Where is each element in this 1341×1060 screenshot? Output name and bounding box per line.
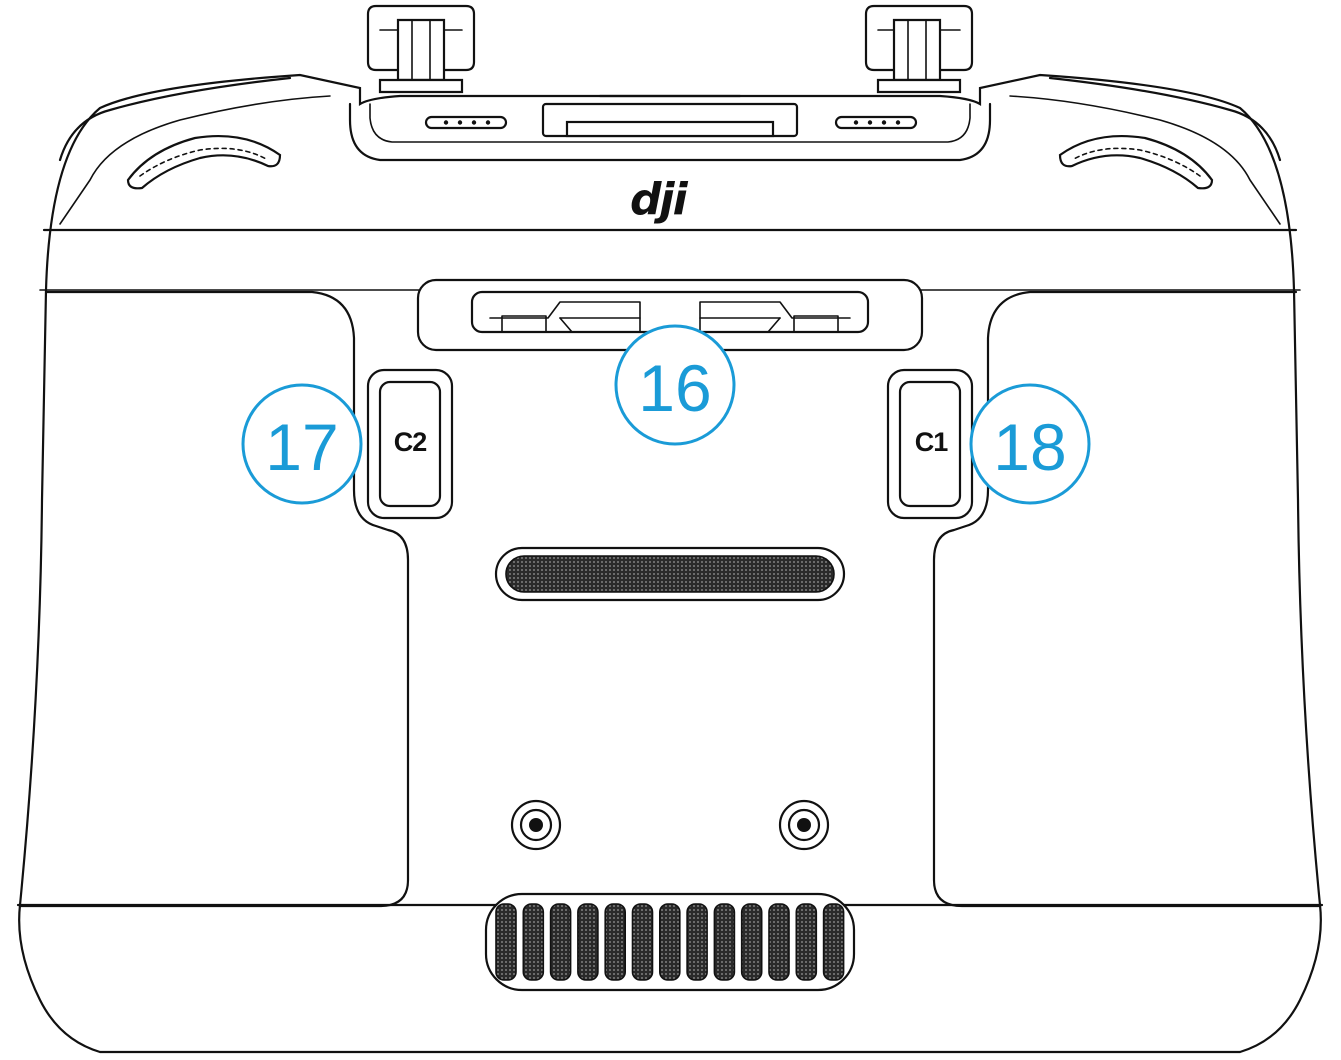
vent-slot: [713, 903, 736, 981]
dji-logo: dji: [630, 174, 689, 225]
top-panel: [348, 94, 992, 162]
c2-label: C2: [394, 427, 427, 457]
callout-16: 16: [614, 324, 736, 446]
right-indicator-lights: [834, 115, 918, 130]
left-dial[interactable]: [126, 135, 282, 190]
air-vent: [484, 892, 856, 992]
right-antenna-knob: [864, 4, 974, 94]
right-dial[interactable]: [1058, 135, 1214, 190]
left-antenna-knob: [366, 4, 476, 94]
right-grip-panel: [932, 290, 1322, 908]
c1-button[interactable]: C1: [886, 368, 974, 520]
vent-slot: [604, 903, 627, 981]
right-screw: [778, 799, 830, 851]
vent-slot: [495, 903, 517, 981]
speaker-grille: [494, 546, 846, 602]
vent-slot: [795, 903, 818, 981]
vent-slot: [577, 903, 599, 981]
callout-18: 18: [969, 383, 1091, 505]
callout-16-number: 16: [638, 351, 711, 425]
vent-slot: [822, 903, 845, 981]
callout-18-number: 18: [993, 410, 1066, 484]
callout-17: 17: [241, 383, 363, 505]
vent-slot: [768, 903, 790, 981]
left-grip-panel: [18, 290, 410, 908]
left-indicator-lights: [424, 115, 508, 130]
vent-slot: [631, 903, 654, 981]
vent-slot: [549, 903, 572, 981]
vent-slot: [658, 903, 681, 981]
callout-17-number: 17: [265, 410, 338, 484]
vent-slot: [522, 903, 545, 981]
vent-slot: [686, 903, 708, 981]
c2-button[interactable]: C2: [366, 368, 454, 520]
c1-label: C1: [915, 427, 948, 457]
vent-slot: [740, 903, 763, 981]
left-screw: [510, 799, 562, 851]
